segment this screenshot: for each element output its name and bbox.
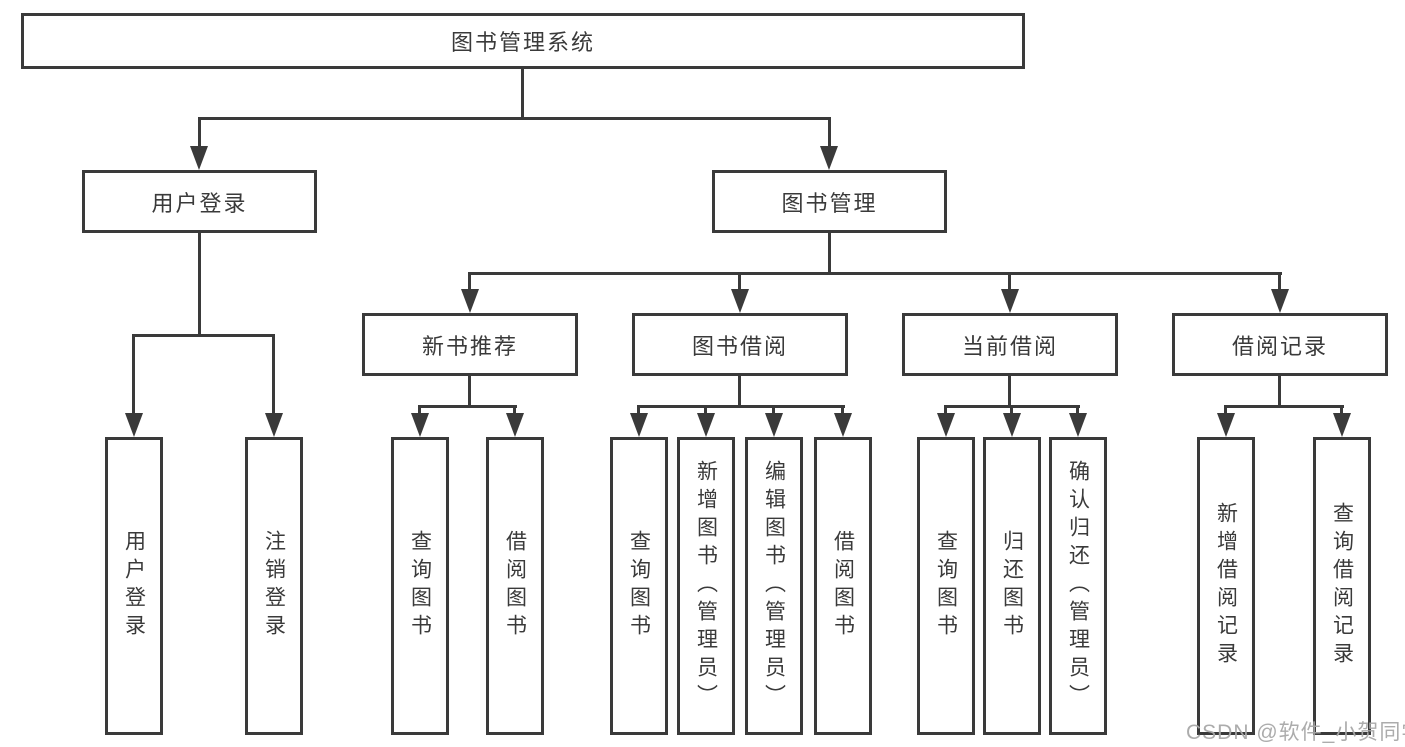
connector-line — [468, 272, 471, 294]
connector-line — [637, 405, 640, 416]
node-add-books-admin: 新增图书（管理员） — [677, 437, 735, 735]
node-borrow-books-recommend: 借阅图书 — [486, 437, 544, 735]
node-label: 新增图书（管理员） — [694, 460, 718, 712]
node-confirm-return-admin: 确认归还（管理员） — [1049, 437, 1107, 735]
node-label: 新增借阅记录 — [1214, 502, 1238, 670]
node-label: 图书借阅 — [691, 333, 788, 359]
node-label: 查询图书 — [408, 530, 432, 642]
arrow-down-icon — [1271, 289, 1289, 313]
node-book-management: 图书管理 — [712, 170, 947, 233]
connector-line — [1278, 272, 1281, 294]
connector-line — [513, 405, 516, 416]
connector-line — [198, 233, 201, 337]
connector-line — [418, 405, 421, 416]
node-label: 编辑图书（管理员） — [762, 460, 786, 712]
connector-line — [828, 117, 831, 151]
csdn-watermark: CSDN @软件_小贺同学 — [1186, 721, 1405, 744]
connector-line — [198, 117, 201, 151]
node-label: 借阅图书 — [503, 530, 527, 642]
node-query-borrow-record: 查询借阅记录 — [1313, 437, 1371, 735]
arrow-down-icon — [411, 413, 429, 437]
node-user-login-action: 用户登录 — [105, 437, 163, 735]
node-label: 查询借阅记录 — [1330, 502, 1354, 670]
connector-line — [704, 405, 707, 416]
arrow-down-icon — [1217, 413, 1235, 437]
node-label: 查询图书 — [934, 530, 958, 642]
arrow-down-icon — [1003, 413, 1021, 437]
node-query-books-current: 查询图书 — [917, 437, 975, 735]
node-label: 借阅图书 — [831, 530, 855, 642]
connector-line — [738, 272, 741, 294]
node-query-books-borrow: 查询图书 — [610, 437, 668, 735]
connector-line — [944, 405, 947, 416]
arrow-down-icon — [765, 413, 783, 437]
node-query-books-recommend: 查询图书 — [391, 437, 449, 735]
connector-line — [1008, 376, 1011, 408]
node-label: 图书管理 — [781, 190, 878, 216]
connector-line — [521, 66, 524, 120]
node-borrow-books: 借阅图书 — [814, 437, 872, 735]
arrow-down-icon — [937, 413, 955, 437]
node-add-borrow-record: 新增借阅记录 — [1197, 437, 1255, 735]
node-return-books: 归还图书 — [983, 437, 1041, 735]
connector-line — [772, 405, 775, 416]
node-label: 确认归还（管理员） — [1066, 460, 1090, 712]
node-borrow-records: 借阅记录 — [1172, 313, 1388, 376]
arrow-down-icon — [125, 413, 143, 437]
connector-line — [468, 272, 1282, 275]
connector-line — [198, 117, 831, 120]
arrow-down-icon — [630, 413, 648, 437]
node-user-login: 用户登录 — [82, 170, 317, 233]
arrow-down-icon — [697, 413, 715, 437]
connector-line — [1076, 405, 1079, 416]
connector-line — [1224, 405, 1227, 416]
node-label: 用户登录 — [151, 190, 248, 216]
node-library-management-system: 图书管理系统 — [21, 13, 1025, 69]
connector-line — [841, 405, 844, 416]
arrow-down-icon — [506, 413, 524, 437]
arrow-down-icon — [820, 146, 838, 170]
arrow-down-icon — [834, 413, 852, 437]
connector-line — [132, 334, 135, 416]
node-label: 用户登录 — [122, 530, 146, 642]
arrow-down-icon — [1069, 413, 1087, 437]
arrow-down-icon — [1333, 413, 1351, 437]
node-logout-action: 注销登录 — [245, 437, 303, 735]
connector-line — [738, 376, 741, 408]
node-label: 新书推荐 — [421, 333, 518, 359]
connector-line — [1010, 405, 1013, 416]
connector-line — [1224, 405, 1344, 408]
connector-line — [1008, 272, 1011, 294]
node-label: 图书管理系统 — [450, 30, 595, 55]
node-new-book-recommend: 新书推荐 — [362, 313, 578, 376]
node-label: 当前借阅 — [961, 333, 1058, 359]
arrow-down-icon — [461, 289, 479, 313]
node-label: 注销登录 — [262, 530, 286, 642]
connector-line — [1278, 376, 1281, 408]
arrow-down-icon — [265, 413, 283, 437]
node-edit-books-admin: 编辑图书（管理员） — [745, 437, 803, 735]
connector-line — [828, 230, 831, 275]
connector-line — [418, 405, 517, 408]
connector-line — [1340, 405, 1343, 416]
node-book-borrow: 图书借阅 — [632, 313, 848, 376]
node-label: 归还图书 — [1000, 530, 1024, 642]
connector-line — [132, 334, 275, 337]
arrow-down-icon — [1001, 289, 1019, 313]
connector-line — [468, 376, 471, 408]
arrow-down-icon — [731, 289, 749, 313]
node-label: 借阅记录 — [1231, 333, 1328, 359]
connector-line — [637, 405, 845, 408]
connector-line — [272, 334, 275, 416]
arrow-down-icon — [190, 146, 208, 170]
node-label: 查询图书 — [627, 530, 651, 642]
node-current-borrow: 当前借阅 — [902, 313, 1118, 376]
